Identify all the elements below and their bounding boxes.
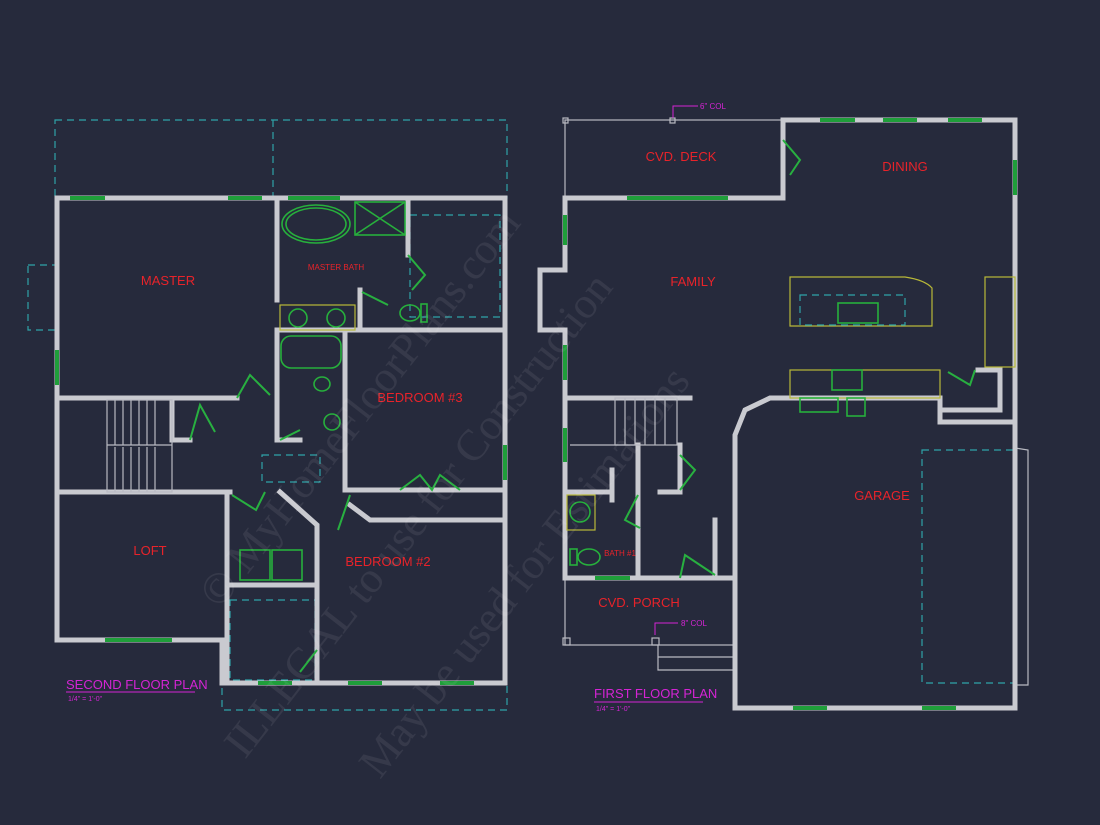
porch-outline: [564, 577, 736, 646]
stairs: [106, 399, 173, 493]
exterior-walls: [562, 117, 1018, 711]
room-label-family: FAMILY: [670, 274, 716, 289]
kitchen-counter: [789, 369, 941, 399]
room-label-loft: LOFT: [133, 543, 166, 558]
room-label-master: MASTER: [141, 273, 195, 288]
toilet-icon: [577, 548, 601, 566]
cooktop-icon: [831, 369, 863, 391]
sink-icon: [326, 308, 346, 328]
bathtub-icon: [281, 204, 351, 244]
exterior-walls: [54, 195, 508, 686]
dryer-icon: [271, 549, 303, 581]
second-floor-scale: 1/4" = 1'-0": [68, 696, 103, 703]
toilet-icon: [313, 376, 331, 392]
sink-icon: [288, 308, 308, 328]
room-label-bath-1: BATH #1: [604, 549, 636, 558]
bay-outline: [27, 264, 58, 331]
room-label-dining: DINING: [882, 159, 928, 174]
kitchen-sink-icon: [837, 302, 879, 324]
kitchen-island: [789, 276, 933, 327]
room-label-bedroom-3: BEDROOM #3: [377, 390, 462, 405]
door-swing: [236, 373, 271, 399]
second-floor-title: SECOND FLOOR PLAN: [66, 677, 208, 692]
roof-outline: [54, 119, 508, 199]
sink-icon: [569, 501, 591, 523]
second-floor-plan: MASTER MASTER BATH BEDROOM #3 LOFT BEDRO…: [27, 119, 508, 711]
bathtub-icon: [280, 335, 342, 369]
room-label-garage: GARAGE: [854, 488, 910, 503]
washer-icon: [239, 549, 271, 581]
toilet-icon: [399, 304, 421, 322]
first-floor-plan: 6" COL 8" COL CVD. DECK DINING FAMILY GA…: [537, 102, 1029, 713]
room-label-bedroom-2: BEDROOM #2: [345, 554, 430, 569]
shower-icon: [354, 201, 406, 236]
first-floor-scale: 1/4" = 1'-0": [596, 706, 631, 713]
room-label-master-bath: MASTER BATH: [308, 263, 365, 272]
door-swing: [782, 139, 802, 176]
room-label-cvd-deck: CVD. DECK: [646, 149, 717, 164]
first-floor-title: FIRST FLOOR PLAN: [594, 686, 717, 701]
stairs: [570, 397, 678, 446]
porch-column-note: 8" COL: [681, 619, 708, 628]
sink-icon: [323, 413, 341, 431]
room-label-cvd-porch: CVD. PORCH: [598, 595, 680, 610]
deck-column-note: 6" COL: [700, 102, 727, 111]
